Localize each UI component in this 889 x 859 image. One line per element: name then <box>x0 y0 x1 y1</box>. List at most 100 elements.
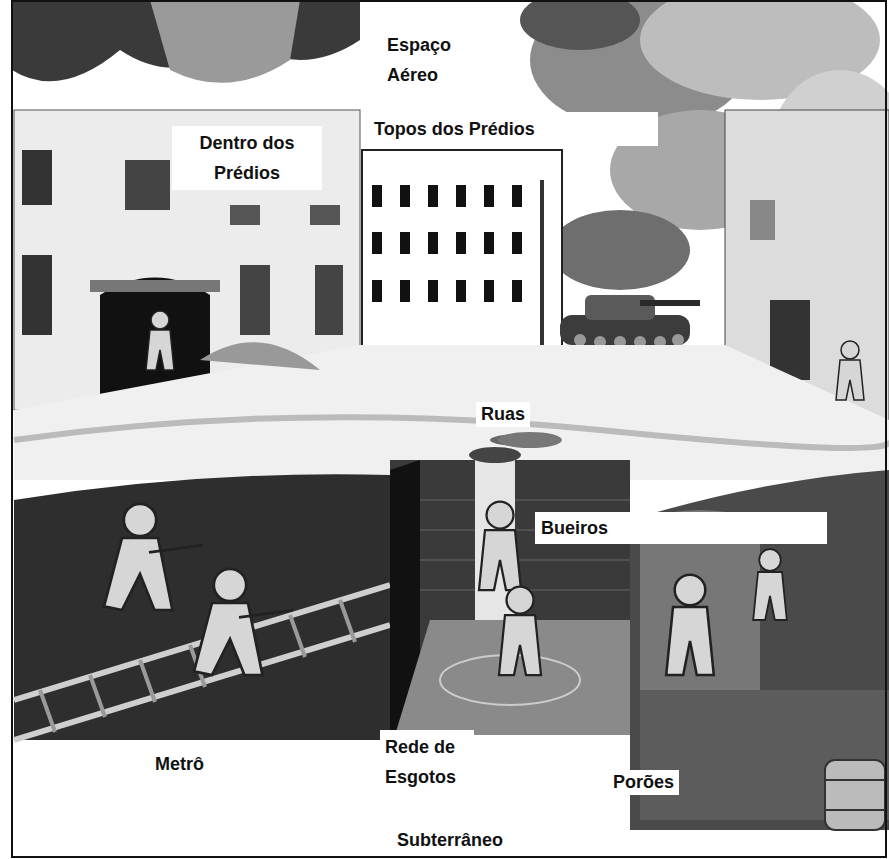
soldiers-part-part <box>104 538 172 610</box>
area-label: Ruas <box>476 402 530 427</box>
tank-part <box>574 334 586 346</box>
soldiers-part-part <box>149 545 203 552</box>
subway-tracks <box>14 585 390 740</box>
right-building-part <box>750 200 775 240</box>
tank <box>560 295 700 348</box>
center-building-part-part <box>372 232 382 254</box>
underground-dark-part <box>14 474 390 740</box>
soldiers-part-part <box>666 607 714 675</box>
sewer-part-part <box>420 560 630 561</box>
tank-part <box>640 300 700 306</box>
left-building-part <box>14 110 360 410</box>
subway-tracks-part <box>40 600 355 732</box>
area-label: Porões <box>608 770 679 795</box>
center-building-part-part <box>372 280 382 302</box>
area-label: Topos dos Prédios <box>362 112 658 146</box>
soldiers-part-part <box>146 330 174 370</box>
center-building-part-part <box>428 232 438 254</box>
left-building-part <box>240 265 270 335</box>
soldiers-part <box>479 502 521 591</box>
left-building-part <box>22 150 52 205</box>
center-building-part-part <box>512 185 522 207</box>
sewer-part <box>498 432 562 448</box>
center-building-part-part <box>484 280 494 302</box>
center-building-part-part <box>456 185 466 207</box>
center-building-part-part <box>456 232 466 254</box>
soldiers-part-part <box>841 341 859 359</box>
center-building-part-part <box>512 232 522 254</box>
soldiers-part-part <box>836 360 864 400</box>
soldiers-part-part <box>479 530 521 590</box>
subway-tracks-part-part <box>340 600 355 642</box>
center-building-part <box>362 150 562 350</box>
center-building-part-part <box>456 280 466 302</box>
soldiers-part-part <box>194 603 262 675</box>
sky-smoke-part <box>150 0 300 83</box>
left-building-part <box>90 280 220 292</box>
soldiers-part <box>499 587 541 676</box>
left-building-part <box>315 265 343 335</box>
center-building-part-part <box>400 232 410 254</box>
soldiers-part <box>753 549 787 620</box>
soldiers-part <box>104 504 203 610</box>
soldiers-part-part <box>499 615 541 675</box>
center-building-part-part <box>372 185 382 207</box>
center-building-part <box>540 180 544 350</box>
center-building-part-part <box>400 185 410 207</box>
left-building <box>14 110 360 410</box>
area-label: Dentro dos Prédios <box>172 126 322 190</box>
sewer <box>390 432 630 735</box>
sewer-part-part <box>420 500 630 501</box>
soldiers <box>104 311 864 675</box>
soldiers-part-part <box>487 502 514 529</box>
center-building <box>362 150 562 350</box>
soldiers-part <box>836 341 864 400</box>
right-building-part <box>770 300 810 380</box>
area-label: Bueiros <box>535 512 827 544</box>
area-label: Rede de Esgotos <box>380 730 474 794</box>
tank-part <box>585 295 655 320</box>
subway-tracks-part-part <box>290 615 305 657</box>
area-label: Metrô <box>150 752 209 777</box>
subway-tracks-part-part <box>140 660 155 702</box>
center-building-part-part <box>428 280 438 302</box>
basement-part <box>825 760 885 830</box>
soldiers-part <box>194 569 293 675</box>
left-building-part <box>310 205 340 225</box>
soldiers-part-part <box>151 311 169 329</box>
sewer-part <box>469 447 521 463</box>
basement-part <box>825 809 885 811</box>
street <box>14 342 889 480</box>
soldiers-part-part <box>124 504 156 536</box>
center-building-part-part <box>484 185 494 207</box>
area-label: Espaço Aéreo <box>382 28 474 92</box>
sky-smoke-part <box>550 210 690 290</box>
soldiers-part-part <box>753 572 787 620</box>
tank-part <box>672 334 684 346</box>
left-building-part <box>125 160 170 210</box>
soldiers-part-part <box>675 575 706 606</box>
left-building-part <box>230 205 260 225</box>
center-building-part <box>372 185 522 302</box>
center-building-part-part <box>428 185 438 207</box>
soldiers-part <box>146 311 174 370</box>
basement-part <box>825 779 885 781</box>
sky-smoke-part <box>520 0 640 50</box>
center-building-part-part <box>484 232 494 254</box>
street-part <box>14 345 889 480</box>
soldiers-part-part <box>239 610 293 617</box>
frame <box>12 1 886 857</box>
subway-tracks-part-part <box>40 690 55 732</box>
subway-tracks-part-part <box>90 675 105 717</box>
street-part <box>14 417 889 448</box>
soldiers-part-part <box>507 587 534 614</box>
left-building-part <box>22 255 52 335</box>
center-building-part-part <box>400 280 410 302</box>
soldiers-part <box>666 575 714 675</box>
soldiers-part-part <box>214 569 246 601</box>
area-label: Subterrâneo <box>392 828 508 853</box>
soldiers-part-part <box>759 549 781 571</box>
